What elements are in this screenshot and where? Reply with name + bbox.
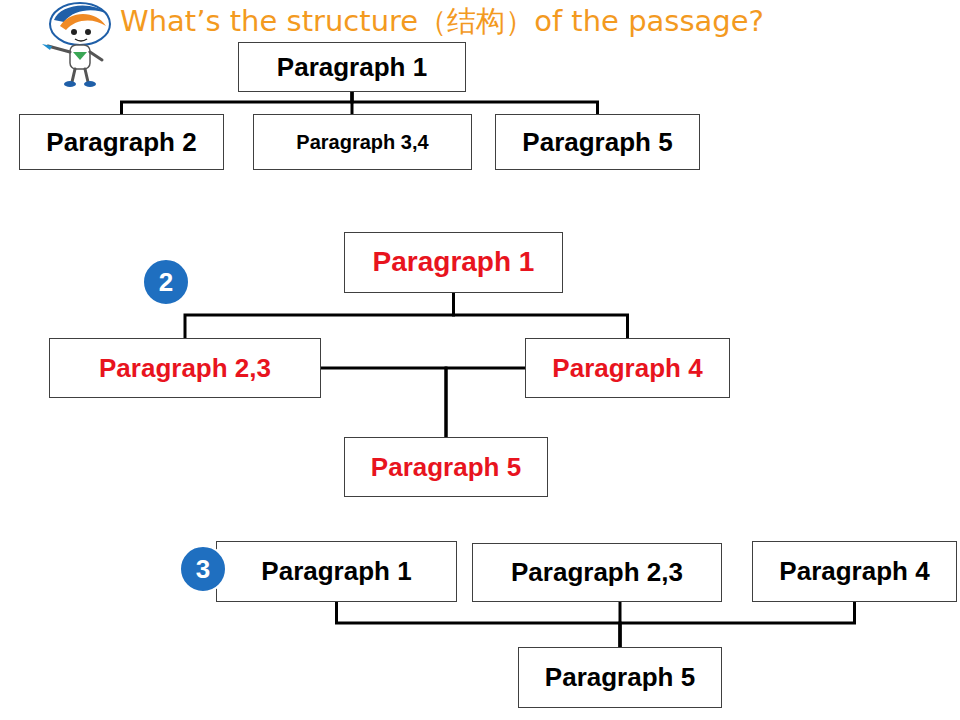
tree-connector	[321, 368, 446, 437]
tree-connector	[337, 602, 621, 647]
paragraph-box: Paragraph 4	[525, 338, 730, 398]
box-label: Paragraph 1	[373, 247, 535, 278]
paragraph-box: Paragraph 2,3	[49, 338, 321, 398]
tree-connector	[620, 602, 855, 647]
paragraph-box: Paragraph 1	[216, 541, 457, 602]
tree-connector	[446, 368, 525, 437]
paragraph-box: Paragraph 5	[518, 647, 722, 708]
tree-connector	[122, 92, 353, 114]
paragraph-box: Paragraph 1	[238, 42, 466, 92]
box-label: Paragraph 2	[46, 128, 196, 157]
tree-connector	[352, 92, 598, 114]
box-label: Paragraph 5	[522, 128, 672, 157]
paragraph-box: Paragraph 5	[495, 114, 700, 170]
mascot-illustration	[30, 0, 120, 88]
box-label: Paragraph 5	[545, 663, 695, 692]
paragraph-box: Paragraph 2,3	[472, 543, 722, 602]
paragraph-box: Paragraph 3,4	[253, 114, 472, 170]
box-label: Paragraph 5	[371, 453, 521, 482]
callout-number: 3	[179, 545, 227, 593]
box-label: Paragraph 3,4	[296, 131, 428, 153]
slide-title: What’s the structure（结构）of the passage?	[120, 4, 764, 39]
paragraph-box: Paragraph 4	[752, 541, 957, 602]
callout-number: 2	[142, 258, 190, 306]
box-label: Paragraph 1	[277, 53, 427, 82]
paragraph-box: Paragraph 1	[344, 232, 563, 293]
tree-connector	[185, 293, 454, 338]
paragraph-box: Paragraph 5	[344, 437, 548, 497]
box-label: Paragraph 4	[552, 354, 702, 383]
box-label: Paragraph 2,3	[99, 354, 271, 383]
tree-connector	[454, 293, 628, 338]
box-label: Paragraph 2,3	[511, 558, 683, 587]
box-label: Paragraph 4	[779, 557, 929, 586]
paragraph-box: Paragraph 2	[19, 114, 224, 170]
box-label: Paragraph 1	[261, 557, 411, 586]
